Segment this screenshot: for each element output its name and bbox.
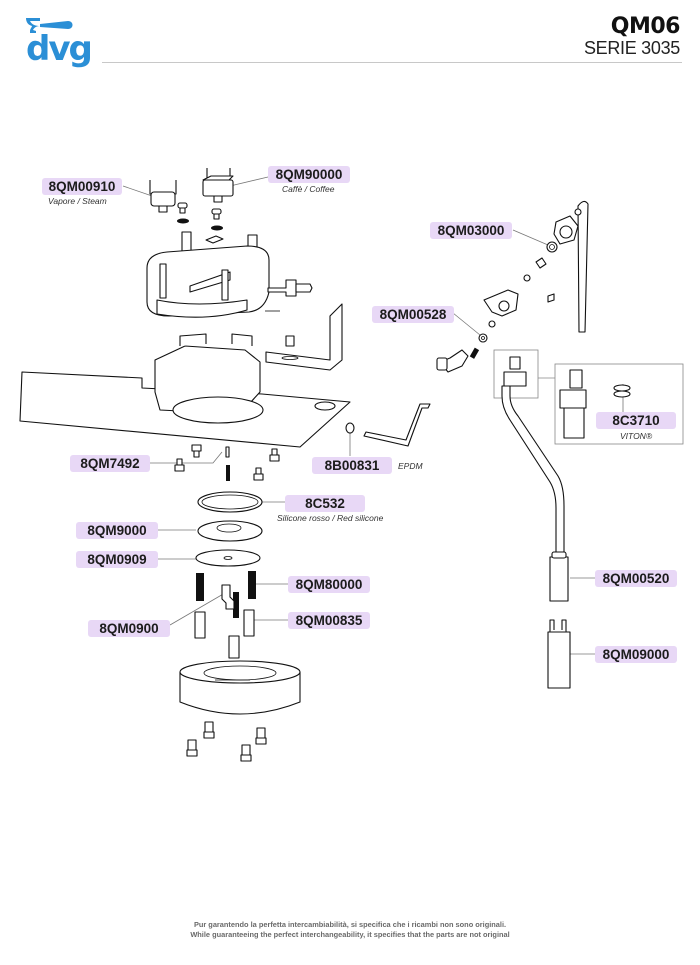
bolts	[174, 444, 280, 481]
part-desc-8B00831: EPDM	[398, 461, 423, 471]
group-head-body	[146, 245, 313, 318]
part-label-8QM09000: 8QM09000	[595, 646, 677, 663]
steam-pipe-assembly	[436, 200, 589, 373]
water-pipe	[345, 403, 431, 447]
disclaimer-footer: Pur garantendo la perfetta intercambiabi…	[0, 920, 700, 940]
mounting-bracket	[265, 303, 343, 371]
part-label-8B00831: 8B00831	[312, 457, 392, 474]
part-label-8QM00835: 8QM00835	[288, 612, 370, 629]
part-desc-8QM00910: Vapore / Steam	[48, 196, 107, 206]
part-label-8QM0900: 8QM0900	[88, 620, 170, 637]
base-plate	[19, 333, 351, 448]
serie-subtitle: SERIE 3035	[583, 38, 680, 58]
brand-logo-text: dvg	[26, 29, 93, 69]
part-label-8C3710: 8C3710	[596, 412, 676, 429]
detail-box-right	[554, 363, 684, 445]
dvg-logo-icon	[26, 18, 73, 33]
base-ring	[179, 660, 301, 762]
part-desc-8C532: Silicone rosso / Red silicone	[277, 513, 384, 523]
model-title: QM06	[610, 14, 681, 39]
header-divider	[102, 62, 682, 63]
probe-fitting	[501, 356, 631, 563]
part-desc-8QM90000: Caffè / Coffee	[282, 184, 335, 194]
tubes-right	[547, 551, 571, 689]
part-label-8C532: 8C532	[285, 495, 365, 512]
part-label-8QM03000: 8QM03000	[430, 222, 512, 239]
part-label-8QM00520: 8QM00520	[595, 570, 677, 587]
part-label-8QM7492: 8QM7492	[70, 455, 150, 472]
disclaimer-english: While guaranteeing the perfect interchan…	[190, 930, 510, 939]
part-desc-8C3710: VITON®	[620, 431, 653, 441]
disclaimer-italian: Pur garantendo la perfetta intercambiabi…	[193, 920, 507, 929]
gasket-discs	[195, 491, 263, 567]
part-label-8QM0909: 8QM0909	[76, 551, 158, 568]
part-label-8QM00528: 8QM00528	[372, 306, 454, 323]
part-label-8QM80000: 8QM80000	[288, 576, 370, 593]
coffee-valve-drawing	[202, 168, 234, 203]
part-label-8QM00910: 8QM00910	[42, 178, 122, 195]
part-label-8QM90000: 8QM90000	[268, 166, 350, 183]
springs-pins	[194, 571, 256, 659]
steam-valve-drawing	[149, 180, 177, 213]
detail-box-left	[493, 349, 539, 399]
part-label-8QM9000: 8QM9000	[76, 522, 158, 539]
